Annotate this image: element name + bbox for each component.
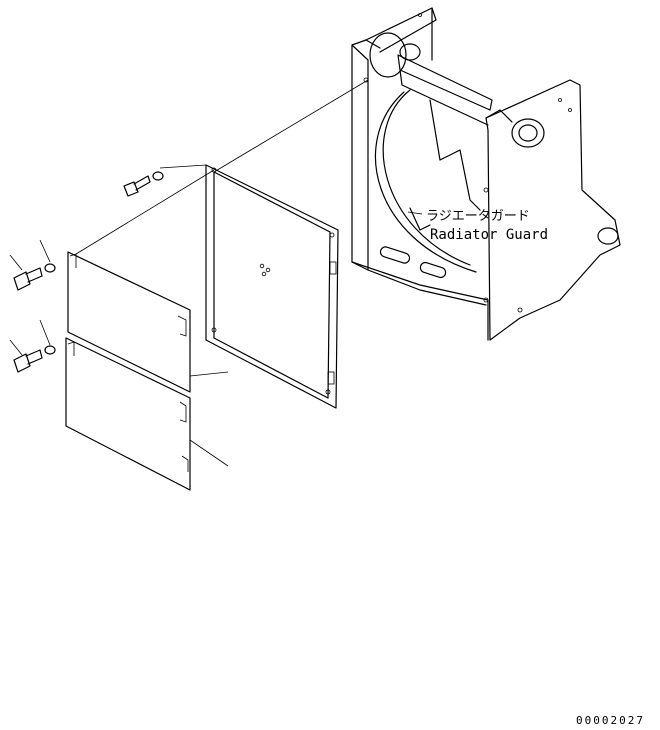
radiator-guard-panel — [205, 164, 339, 409]
bolt-left-upper — [13, 263, 56, 291]
upper-cover-plate — [67, 251, 191, 393]
radiator-guard-label-jp: ラジエータガード — [426, 209, 530, 224]
bolt-left-lower — [13, 345, 56, 373]
leader-lines — [9, 79, 423, 467]
radiator-guard-label-en: Radiator Guard — [430, 227, 548, 243]
lower-cover-plate — [65, 337, 191, 491]
bolt-upper-right — [123, 171, 164, 197]
drawing-code: 00002027 — [576, 714, 645, 727]
radiator-frame-housing — [351, 7, 621, 341]
